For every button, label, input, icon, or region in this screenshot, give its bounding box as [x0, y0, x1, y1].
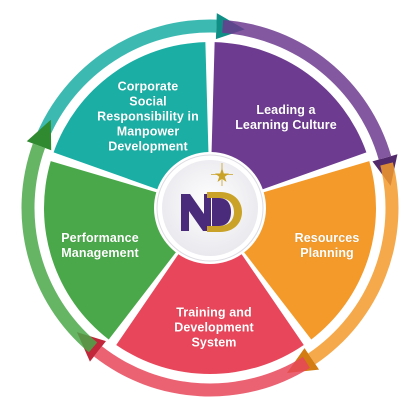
segment-label-resources: Resources Planning: [294, 231, 360, 260]
arrow-performance: [21, 119, 98, 353]
star-icon: [211, 163, 233, 186]
segment-label-csr: Corporate Social Responsibility in Manpo…: [97, 79, 199, 154]
segment-resources: [244, 161, 376, 340]
segment-csr: [53, 42, 209, 190]
segment-label-learning: Leading a Learning Culture: [235, 103, 337, 132]
segment-label-performance: Performance Management: [61, 231, 139, 260]
segment-learning: [211, 42, 367, 190]
segment-training: [116, 254, 304, 374]
segment-performance: [44, 161, 176, 340]
nd-logo: [181, 192, 242, 232]
center-hub: [156, 154, 264, 262]
segment-label-training: Training and Development System: [174, 305, 254, 350]
